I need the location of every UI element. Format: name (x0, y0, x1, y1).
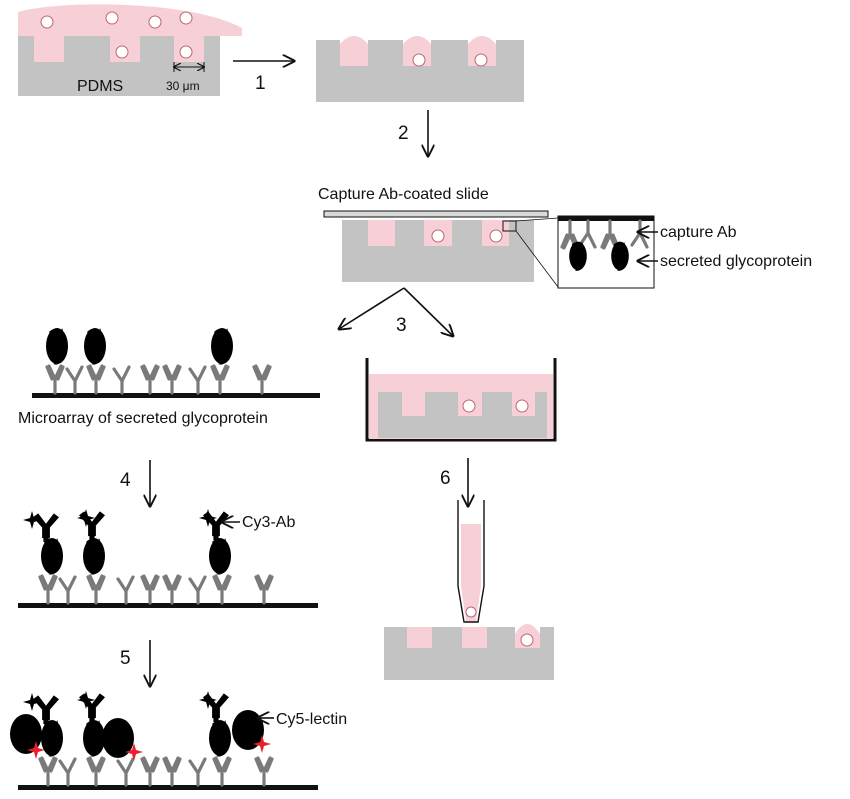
cy5-detection-panel (10, 691, 318, 790)
step-2-label: 2 (398, 123, 409, 144)
step-1-label: 1 (255, 73, 266, 94)
capture-slide-assembly (323, 210, 559, 288)
step-3-label: 3 (396, 315, 407, 336)
step-6-label: 6 (440, 468, 451, 489)
scale-label: 30 μm (166, 79, 200, 93)
dish-panel (365, 358, 557, 442)
pdms-chip-loaded (316, 36, 524, 102)
step-3-arrow-right (403, 287, 453, 336)
step-5-label: 5 (120, 648, 131, 669)
step-4-label: 4 (120, 470, 131, 491)
step-3-arrow-left (339, 287, 405, 329)
cy3-ab-label: Cy3-Ab (242, 514, 295, 531)
capture-slide-label: Capture Ab-coated slide (318, 186, 489, 203)
cy5-lectin-label: Cy5-lectin (276, 711, 347, 728)
pdms-chip-loading: PDMS 30 μm (18, 4, 242, 96)
capture-ab-label: capture Ab (660, 224, 737, 241)
microarray-label: Microarray of secreted glycoprotein (18, 410, 268, 427)
pdms-label: PDMS (77, 78, 123, 95)
capture-inset (557, 215, 655, 289)
microarray-panel (32, 328, 320, 398)
retrieval-panel (384, 500, 554, 680)
secreted-glycoprotein-label: secreted glycoprotein (660, 253, 812, 270)
cy3-detection-panel (18, 509, 318, 608)
